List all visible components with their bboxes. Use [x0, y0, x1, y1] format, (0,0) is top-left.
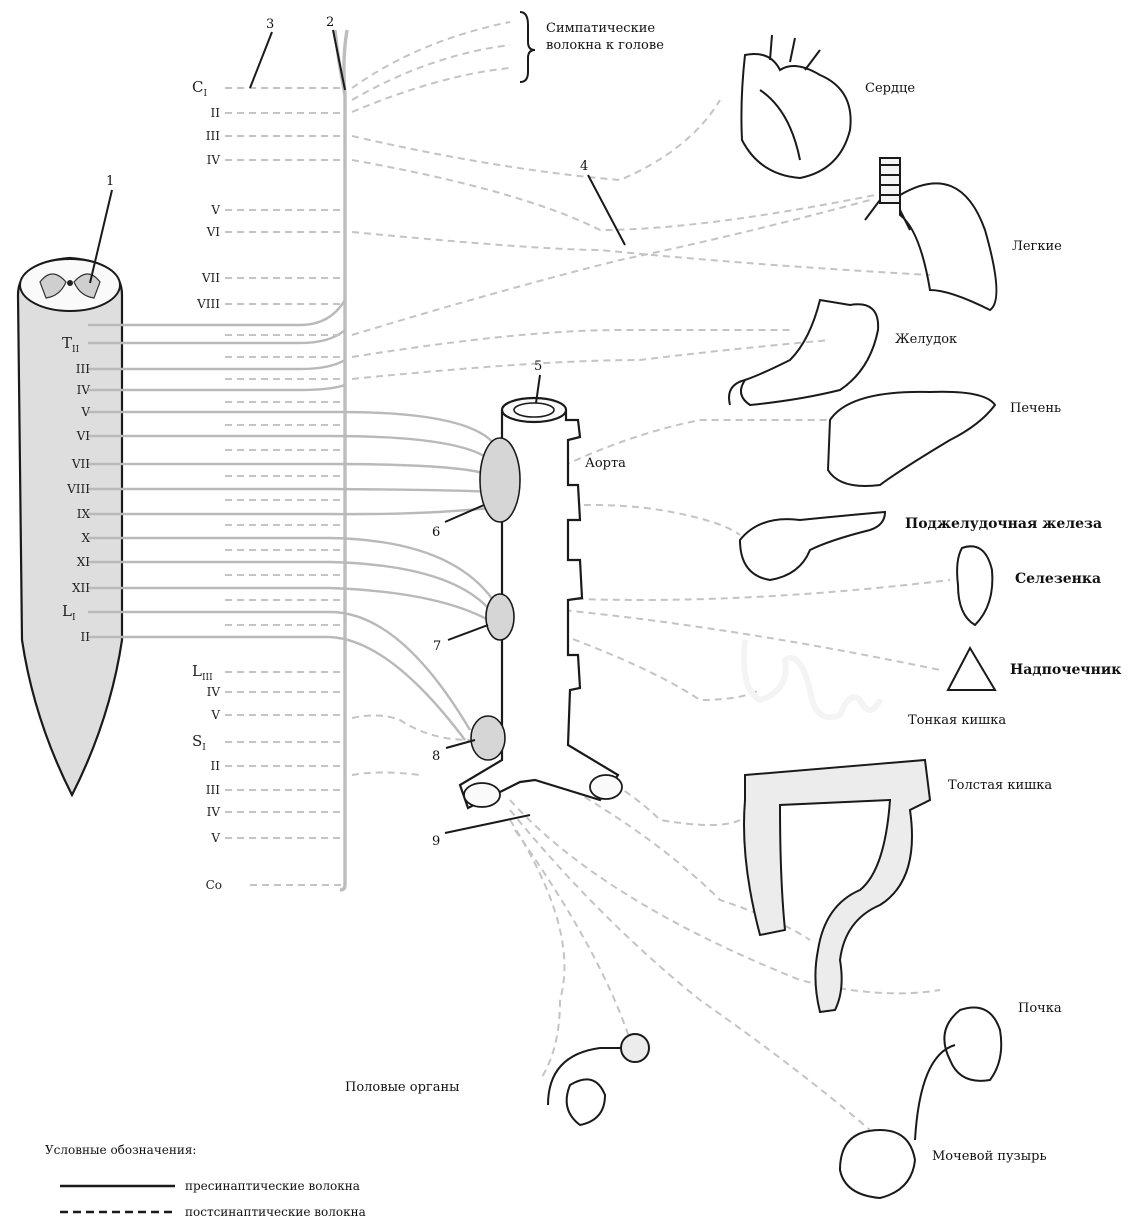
segment-label-sacral-3: III	[206, 783, 220, 797]
stomach-illustration	[729, 300, 878, 405]
segment-label-thoracic-5: V	[80, 405, 90, 419]
aorta-label: Аорта	[585, 456, 626, 471]
adrenal-label: Надпочечник	[1010, 662, 1121, 678]
kidney-label: Почка	[1018, 1001, 1062, 1016]
segment-label-thoracic-9: IX	[77, 507, 91, 521]
segment-label-cervical-1: CI	[192, 78, 207, 99]
bladder-label: Мочевой пузырь	[932, 1149, 1047, 1164]
small-intestine-illustration	[744, 640, 880, 717]
segment-label-thoracic-6: VI	[76, 429, 91, 443]
label-number-7: 7	[433, 639, 441, 654]
legend: Условные обозначения: пресинаптические в…	[45, 1143, 366, 1219]
segment-label-cervical-8: VIII	[196, 297, 220, 311]
pancreas-label: Поджелудочная железа	[905, 516, 1102, 532]
lungs-illustration	[865, 158, 996, 310]
segment-label-sacral-5: V	[210, 831, 220, 845]
genitals-label: Половые органы	[345, 1080, 459, 1095]
segment-label-lumbar-4: IV	[207, 685, 221, 699]
superior-mesenteric-ganglion	[486, 594, 514, 640]
genitals-illustration	[548, 1034, 649, 1125]
label-number-1: 1	[106, 174, 114, 189]
label-number-5: 5	[534, 359, 542, 374]
liver-illustration	[828, 392, 995, 486]
segment-labels: CIIIIIIIVVVIVIIVIIITIIIIIIVVVIVIIVIIIIXX…	[62, 78, 222, 892]
segment-label-sacral-1: SI	[192, 732, 206, 753]
segment-label-thoracic-11: XI	[77, 555, 91, 569]
label-number-8: 8	[432, 749, 440, 764]
lungs-label: Легкие	[1012, 239, 1062, 254]
segment-label-sacral-2: II	[211, 759, 221, 773]
label-number-2: 2	[326, 15, 334, 30]
small-intestine-label: Тонкая кишка	[908, 713, 1006, 728]
segment-label-thoracic-10: X	[81, 531, 90, 545]
segment-label-thoracic-8: VIII	[66, 482, 90, 496]
preganglionic-fibers	[88, 300, 495, 740]
inferior-mesenteric-ganglion	[471, 716, 505, 760]
segment-label-thoracic-7: VII	[71, 457, 90, 471]
large-intestine-illustration	[744, 760, 930, 1012]
legend-pre-label: пресинаптические волокна	[185, 1179, 360, 1193]
segment-label-sacral-4: IV	[207, 805, 221, 819]
stomach-label: Желудок	[895, 332, 957, 347]
label-number-3: 3	[266, 17, 274, 32]
spleen-label: Селезенка	[1015, 571, 1101, 587]
kidney-illustration	[915, 1008, 1001, 1141]
segment-label-thoracic-12: XII	[72, 581, 90, 595]
pancreas-illustration	[740, 512, 885, 580]
segment-label-cervical-4: IV	[207, 153, 221, 167]
label-number-9: 9	[432, 834, 440, 849]
legend-title: Условные обозначения:	[45, 1143, 196, 1157]
large-intestine-label: Толстая кишка	[948, 778, 1052, 793]
bladder-illustration	[840, 1130, 915, 1198]
segment-label-cervical-5: V	[210, 203, 220, 217]
segment-label-lumbar-2: II	[81, 630, 91, 644]
segment-label-coccygeal: Co	[206, 878, 222, 892]
adrenal-illustration	[948, 648, 995, 690]
segment-label-cervical-7: VII	[201, 271, 220, 285]
celiac-ganglion	[480, 438, 520, 522]
postganglionic-organ-fibers	[352, 22, 950, 1130]
liver-label: Печень	[1010, 401, 1061, 416]
segment-label-lumbar-5: V	[210, 708, 220, 722]
segment-label-cervical-2: II	[211, 106, 221, 120]
legend-post-label: постсинаптические волокна	[185, 1205, 366, 1219]
heart-illustration	[741, 35, 850, 178]
heart-label: Сердце	[865, 81, 915, 96]
segment-label-cervical-6: VI	[206, 225, 221, 239]
segment-label-cervical-3: III	[206, 129, 220, 143]
segment-label-lumbar-3: LIII	[192, 662, 213, 683]
label-number-6: 6	[432, 525, 440, 540]
postganglionic-spinal-fibers	[225, 88, 345, 885]
label-number-4: 4	[580, 159, 588, 174]
segment-label-thoracic-3: III	[76, 362, 90, 376]
spleen-illustration	[957, 546, 992, 625]
segment-label-thoracic-4: IV	[77, 383, 91, 397]
